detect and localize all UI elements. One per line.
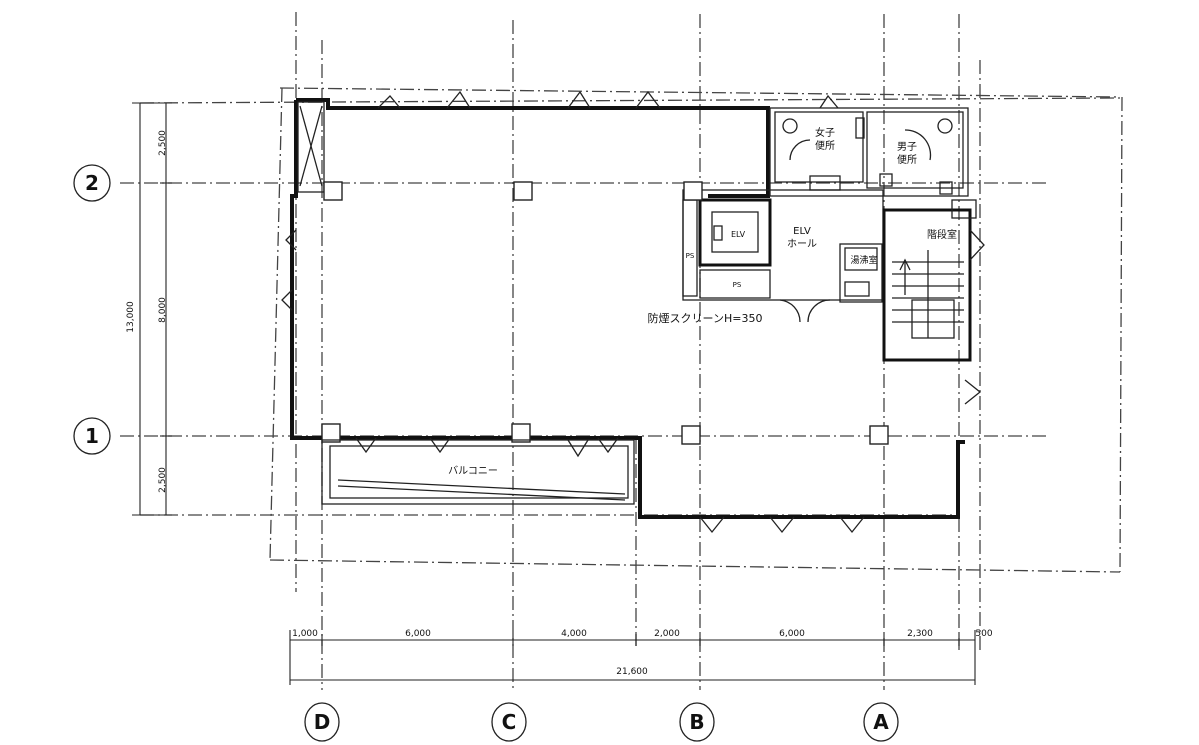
- grid-lines: [120, 12, 1123, 690]
- dim-h-seg-4: 2,000: [654, 629, 680, 639]
- label-elevator-hall-2: ホール: [787, 238, 817, 250]
- dim-horizontal-total: 21,600: [616, 667, 648, 677]
- label-elevator-hall-1: ELV: [793, 226, 811, 237]
- dim-h-seg-7: 500: [975, 629, 992, 639]
- horizontal-dimensions: [289, 630, 976, 685]
- dim-h-seg-2: 6,000: [405, 629, 431, 639]
- label-womens-wc-2: 便所: [815, 139, 835, 152]
- dim-vertical-seg-3: 2,500: [158, 467, 168, 493]
- dim-h-seg-6: 2,300: [907, 629, 933, 639]
- door-swings: [281, 90, 985, 534]
- label-smoke-screen: 防煙スクリーンH=350: [648, 311, 763, 325]
- grid-bubble-col-b: B: [689, 710, 704, 734]
- label-ps-left: PS: [686, 252, 695, 260]
- label-elevator: ELV: [731, 230, 746, 239]
- grid-bubble-col-d: D: [314, 710, 331, 734]
- dim-h-seg-5: 6,000: [779, 629, 805, 639]
- dim-vertical-seg-1: 2,500: [158, 130, 168, 156]
- dim-h-seg-3: 4,000: [561, 629, 587, 639]
- dim-vertical-total: 13,000: [126, 301, 136, 333]
- exterior-walls: [290, 98, 965, 519]
- vertical-dimensions: [132, 102, 172, 516]
- label-stair-room: 階段室: [927, 228, 957, 241]
- label-mens-wc-1: 男子: [897, 141, 917, 153]
- label-ps-bottom: PS: [733, 281, 742, 289]
- grid-bubble-row-1: 1: [85, 424, 99, 448]
- label-balcony: バルコニー: [448, 465, 498, 477]
- grid-bubbles: [73, 164, 899, 742]
- label-womens-wc-1: 女子: [815, 126, 835, 139]
- balcony: [321, 439, 635, 505]
- dim-vertical-seg-2: 8,000: [158, 297, 168, 323]
- grid-bubble-col-c: C: [502, 710, 517, 734]
- grid-bubble-col-a: A: [873, 710, 889, 734]
- dim-h-seg-1: 1,000: [292, 629, 318, 639]
- label-mens-wc-2: 便所: [897, 153, 917, 166]
- grid-bubble-row-2: 2: [85, 171, 99, 195]
- columns: [321, 181, 889, 445]
- label-janitor-room: 湯沸室: [850, 254, 877, 266]
